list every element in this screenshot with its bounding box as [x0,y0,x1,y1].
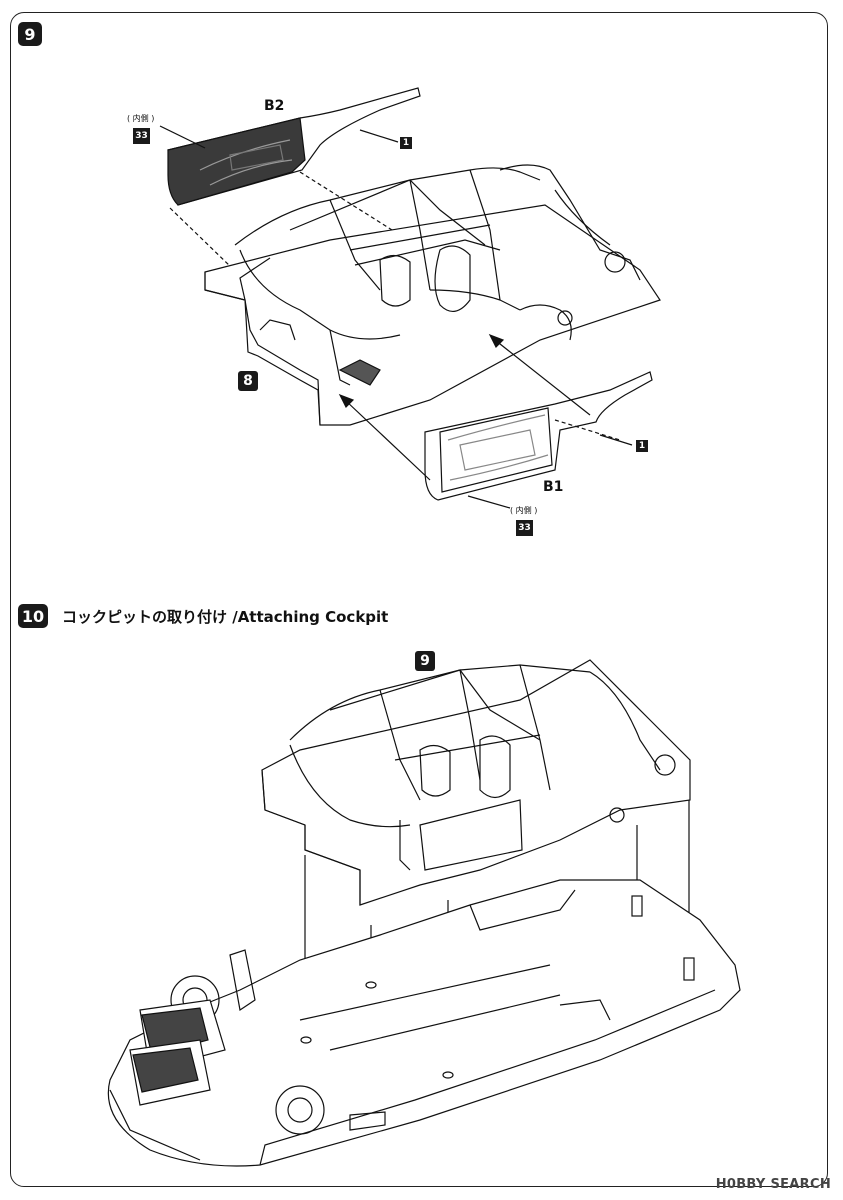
paint-code-b2: 33 [133,128,150,144]
step-8-ref-badge: 8 [238,371,258,391]
inner-side-b1-label: ( 内側 ) [510,506,538,515]
part-b1-label: B1 [543,479,564,495]
step-10-title: コックピットの取り付け /Attaching Cockpit [62,608,389,626]
page-frame [10,12,828,1187]
part-b2-label: B2 [264,98,285,114]
watermark: H0BBY SEARCH [715,1177,831,1192]
part-ref-b1: 1 [636,440,648,452]
inner-side-b2-label: ( 内側 ) [127,114,155,123]
step-10-badge: 10 [18,604,48,628]
step-9-badge: 9 [18,22,42,46]
step-9-ref-badge: 9 [415,651,435,671]
part-ref-b2: 1 [400,137,412,149]
paint-code-b1: 33 [516,520,533,536]
